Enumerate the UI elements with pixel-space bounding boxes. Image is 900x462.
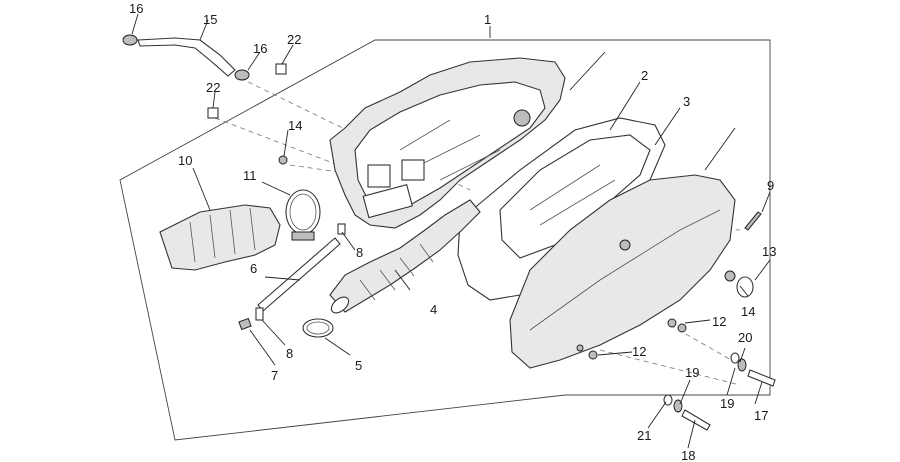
callout-8-upper: 8 — [356, 245, 363, 260]
tube-clip — [255, 223, 346, 321]
callout-12-lower: 12 — [632, 344, 646, 359]
callout-20: 20 — [738, 330, 752, 345]
nut — [588, 318, 687, 360]
callout-7: 7 — [271, 368, 278, 383]
callout-9: 9 — [767, 178, 774, 193]
filter-element — [499, 134, 651, 259]
o-ring — [736, 276, 754, 298]
intake-duct — [329, 199, 481, 314]
callout-22-right: 22 — [287, 32, 301, 47]
breather-hose — [137, 37, 236, 77]
callout-1: 1 — [484, 12, 491, 27]
callout-15: 15 — [203, 12, 217, 27]
callout-5: 5 — [355, 358, 362, 373]
callout-21: 21 — [637, 428, 651, 443]
callout-16-left: 16 — [129, 1, 143, 16]
housing-cover — [509, 174, 736, 369]
assembly-frame — [119, 39, 771, 441]
leader-lines — [131, 13, 771, 449]
intake-sleeve — [159, 204, 281, 271]
callout-17: 17 — [754, 408, 768, 423]
hose-clamp — [285, 189, 321, 241]
callout-10: 10 — [178, 153, 192, 168]
drain-tube — [257, 237, 341, 312]
callout-8-lower: 8 — [286, 346, 293, 361]
cover-screw — [744, 211, 762, 231]
callout-11: 11 — [243, 168, 257, 183]
long-screw — [681, 409, 711, 431]
callout-3: 3 — [683, 94, 690, 109]
callout-14-left: 14 — [288, 118, 302, 133]
callout-19-upper: 19 — [685, 365, 699, 380]
plug — [278, 155, 736, 282]
callout-6: 6 — [250, 261, 257, 276]
callout-16-right: 16 — [253, 41, 267, 56]
callout-labels: 1 2 3 4 5 6 7 8 8 9 10 11 12 12 13 14 14… — [129, 1, 776, 462]
callout-12-right: 12 — [712, 314, 726, 329]
callout-13: 13 — [762, 244, 776, 259]
callout-22-left: 22 — [206, 80, 220, 95]
callout-4: 4 — [430, 302, 437, 317]
clamp — [302, 318, 334, 338]
cover-bolt — [747, 369, 776, 387]
spring-clip — [122, 34, 250, 81]
callout-18: 18 — [681, 448, 695, 462]
callout-14-right: 14 — [741, 304, 755, 319]
air-filter-housing — [329, 57, 566, 229]
callout-19-lower: 19 — [720, 396, 734, 411]
screw — [238, 317, 252, 331]
callout-2: 2 — [641, 68, 648, 83]
